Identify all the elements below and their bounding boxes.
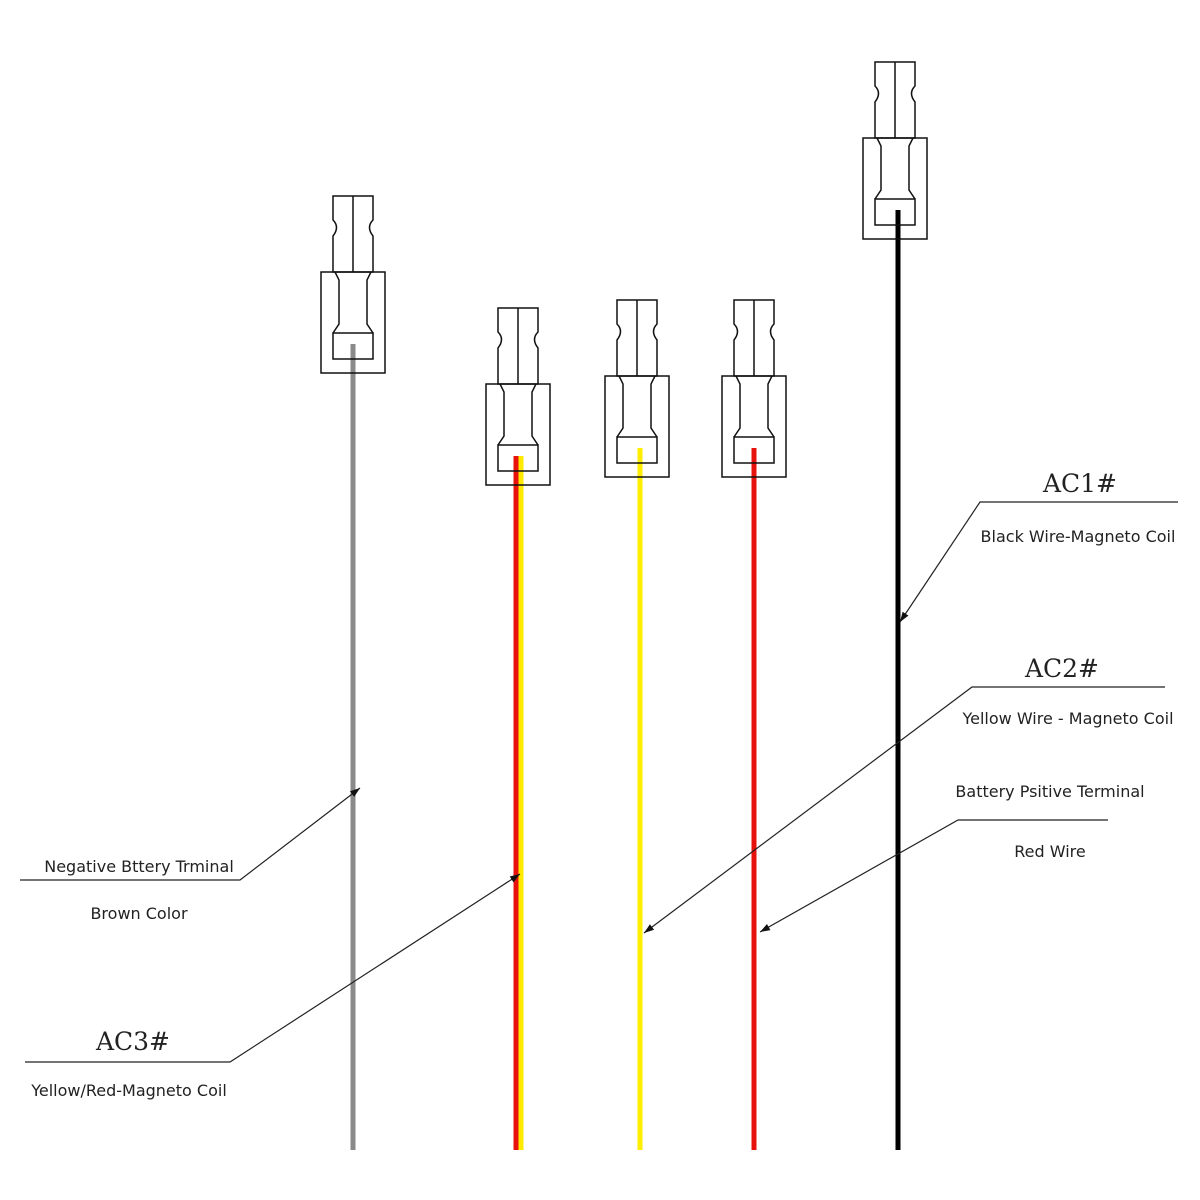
terminal-barrel <box>497 383 539 446</box>
ac2-code: AC2# <box>1024 654 1099 683</box>
callout-positive: Battery Psitive Terminal Red Wire <box>759 782 1145 933</box>
leader-line-positive <box>759 819 1108 933</box>
connector-negative <box>320 195 386 374</box>
connector-ac1 <box>862 61 928 240</box>
ac3-code: AC3# <box>95 1027 170 1056</box>
connector-housing <box>485 383 551 486</box>
connector-positive <box>721 299 787 478</box>
ac2-description: Yellow Wire - Magneto Coil <box>961 709 1173 728</box>
connector-housing <box>721 375 787 478</box>
terminal-barrel <box>733 375 775 438</box>
ac1-description: Black Wire-Magneto Coil <box>981 527 1176 546</box>
crimp-box <box>616 436 658 464</box>
terminal-barrel <box>616 375 658 438</box>
connector-ac2 <box>604 299 670 478</box>
positive-title: Battery Psitive Terminal <box>955 782 1144 801</box>
terminal-barrel <box>332 271 374 334</box>
crimp-box <box>874 198 916 226</box>
crimp-box <box>733 436 775 464</box>
positive-description: Red Wire <box>1014 842 1085 861</box>
leader-line-ac2 <box>643 686 1165 934</box>
ac1-code: AC1# <box>1042 469 1117 498</box>
connector-housing <box>320 271 386 374</box>
crimp-box <box>332 332 374 360</box>
connector-ac3 <box>485 307 551 486</box>
callout-ac1: AC1# Black Wire-Magneto Coil <box>899 469 1178 623</box>
connector-housing <box>604 375 670 478</box>
leader-line-negative <box>20 787 361 881</box>
callout-ac3: AC3# Yellow/Red-Magneto Coil <box>25 873 521 1100</box>
connectors-layer <box>320 61 928 486</box>
terminal-barrel <box>874 137 916 200</box>
callout-negative: Negative Bttery Trminal Brown Color <box>20 787 361 923</box>
negative-description: Brown Color <box>90 904 188 923</box>
negative-title: Negative Bttery Trminal <box>44 857 234 876</box>
crimp-box <box>497 444 539 472</box>
wires-layer <box>350 210 901 1150</box>
ac3-description: Yellow/Red-Magneto Coil <box>30 1081 227 1100</box>
connector-housing <box>862 137 928 240</box>
callout-ac2: AC2# Yellow Wire - Magneto Coil <box>643 654 1174 934</box>
leader-line-ac1 <box>899 501 1178 623</box>
leader-line-ac3 <box>25 873 521 1063</box>
